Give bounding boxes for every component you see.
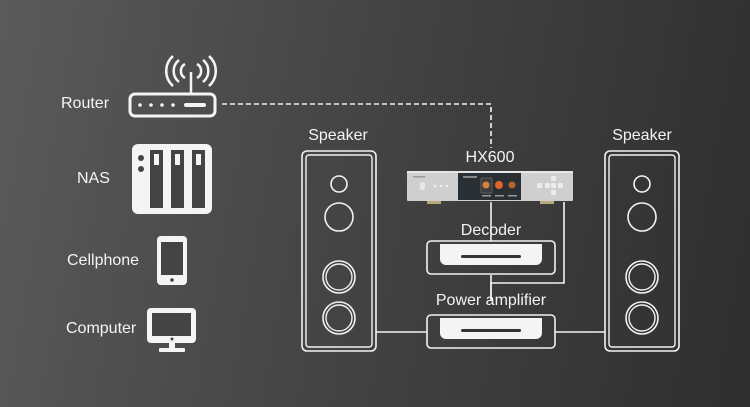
speaker-left-icon bbox=[301, 150, 377, 352]
router-label: Router bbox=[61, 95, 110, 112]
computer-icon bbox=[147, 308, 196, 352]
amplifier-device-icon bbox=[426, 314, 556, 349]
connection-lines bbox=[222, 103, 605, 333]
decoder-label: Decoder bbox=[460, 222, 522, 239]
computer-label: Computer bbox=[66, 320, 137, 337]
speaker-right-icon bbox=[604, 150, 680, 352]
cellphone-icon bbox=[157, 236, 187, 285]
hx600-label: HX600 bbox=[465, 149, 515, 166]
nas-label: NAS bbox=[77, 170, 110, 187]
amplifier-label: Power amplifier bbox=[435, 292, 547, 309]
streamer-device-icon bbox=[407, 171, 573, 204]
right-speaker-label: Speaker bbox=[612, 127, 672, 144]
router-icon bbox=[128, 55, 218, 118]
cellphone-label: Cellphone bbox=[67, 252, 140, 269]
left-speaker-label: Speaker bbox=[308, 127, 368, 144]
decoder-device-icon bbox=[426, 240, 556, 275]
nas-icon bbox=[132, 144, 212, 214]
router-to-hx600-dashed-line bbox=[222, 103, 492, 148]
